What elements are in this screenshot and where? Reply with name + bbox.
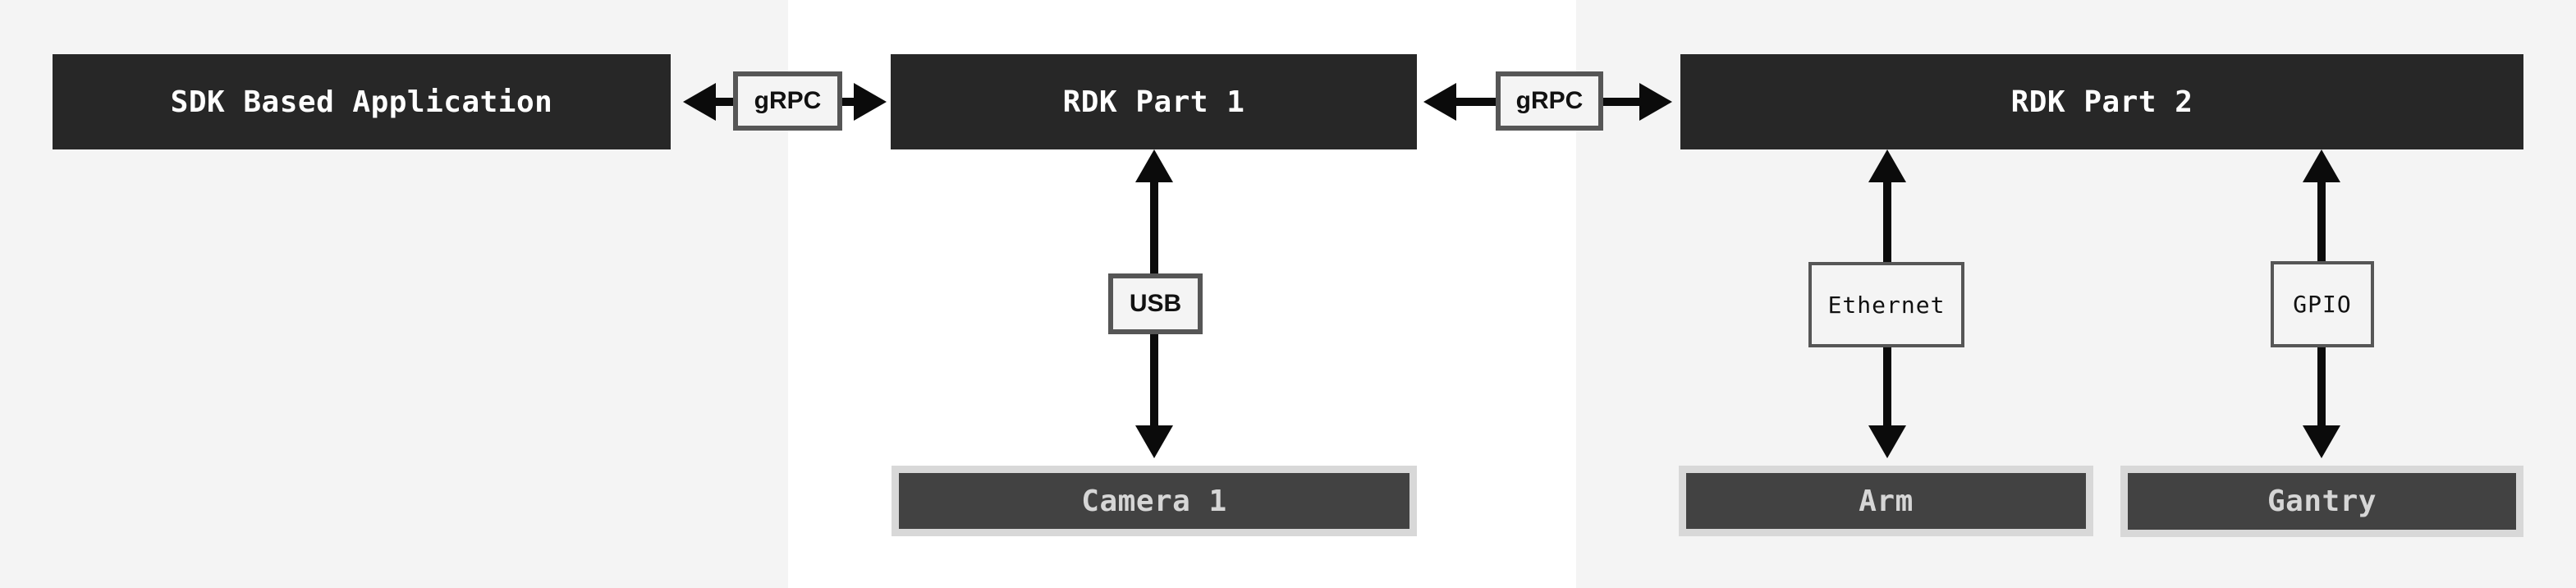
node-label: RDK Part 1: [1062, 85, 1245, 119]
arrowhead-down-icon: [2303, 425, 2340, 458]
connection-label-text: GPIO: [2293, 291, 2352, 318]
arrowhead-left-icon: [683, 83, 716, 121]
connection-label-ethernet: Ethernet: [1808, 262, 1964, 347]
node-label: RDK Part 2: [2010, 85, 2193, 119]
node-label: SDK Based Application: [170, 85, 553, 119]
connection-label-gpio: GPIO: [2271, 261, 2374, 347]
arrowhead-down-icon: [1868, 425, 1906, 458]
connection-label-text: gRPC: [1515, 87, 1584, 114]
node-camera-1: Camera 1: [892, 466, 1417, 536]
device-label: Camera 1: [1081, 484, 1227, 518]
arrow-shaft: [1455, 98, 1497, 106]
device-label: Gantry: [2267, 485, 2377, 518]
arrowhead-down-icon: [1135, 425, 1173, 458]
connection-label-text: gRPC: [754, 87, 822, 114]
arrow-shaft: [1602, 98, 1641, 106]
arrowhead-right-icon: [1639, 83, 1672, 121]
node-rdk-part-2: RDK Part 2: [1680, 54, 2523, 149]
connection-label-usb: USB: [1108, 273, 1203, 334]
arrowhead-up-icon: [2303, 149, 2340, 182]
arrowhead-left-icon: [1423, 83, 1456, 121]
connection-label-text: USB: [1129, 290, 1182, 317]
device-label: Arm: [1859, 484, 1914, 518]
node-sdk-based-application: SDK Based Application: [53, 54, 671, 149]
connection-label-grpc-1: gRPC: [733, 71, 842, 131]
node-arm: Arm: [1679, 466, 2093, 536]
node-gantry: Gantry: [2120, 466, 2523, 537]
arrow-shaft: [714, 98, 736, 106]
node-rdk-part-1: RDK Part 1: [891, 54, 1417, 149]
arrowhead-right-icon: [854, 83, 887, 121]
arrowhead-up-icon: [1135, 149, 1173, 182]
connection-label-grpc-2: gRPC: [1496, 71, 1603, 131]
connection-label-text: Ethernet: [1827, 291, 1946, 319]
arrow-shaft: [840, 98, 855, 106]
arrowhead-up-icon: [1868, 149, 1906, 182]
